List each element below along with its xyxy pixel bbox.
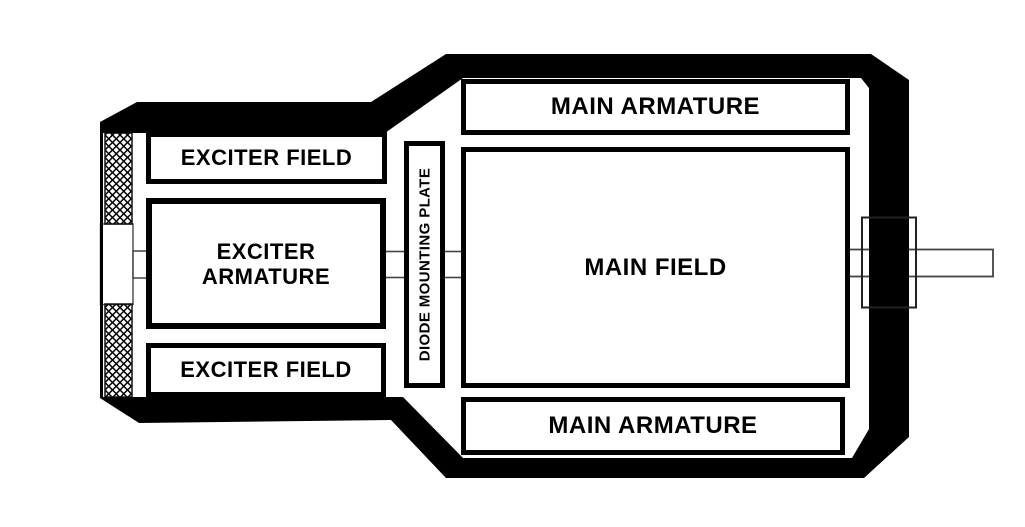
exciter-armature-box: EXCITER ARMATURE xyxy=(146,198,386,329)
exciter-field-bottom-label: EXCITER FIELD xyxy=(180,357,352,382)
main-armature-bottom-box: MAIN ARMATURE xyxy=(461,397,845,455)
exciter-field-bottom-box: EXCITER FIELD xyxy=(146,343,386,397)
main-armature-top-box: MAIN ARMATURE xyxy=(461,79,850,135)
exciter-armature-label: EXCITER ARMATURE xyxy=(201,238,331,289)
main-armature-top-label: MAIN ARMATURE xyxy=(550,93,761,120)
left-bearing-outline xyxy=(99,223,134,306)
main-field-box: MAIN FIELD xyxy=(461,147,850,388)
main-armature-bottom-label: MAIN ARMATURE xyxy=(548,412,758,439)
exciter-field-top-label: EXCITER FIELD xyxy=(180,145,353,170)
diode-mounting-plate-label: DIODE MOUNTING PLATE xyxy=(416,167,433,362)
output-shaft xyxy=(846,248,994,278)
exciter-field-top-box: EXCITER FIELD xyxy=(146,132,387,184)
right-bearing-outline xyxy=(861,216,917,309)
main-field-label: MAIN FIELD xyxy=(584,253,727,281)
diode-mounting-plate-box: DIODE MOUNTING PLATE xyxy=(404,141,445,388)
crosshatch-left-bottom xyxy=(104,303,133,398)
crosshatch-left-top xyxy=(104,132,133,225)
